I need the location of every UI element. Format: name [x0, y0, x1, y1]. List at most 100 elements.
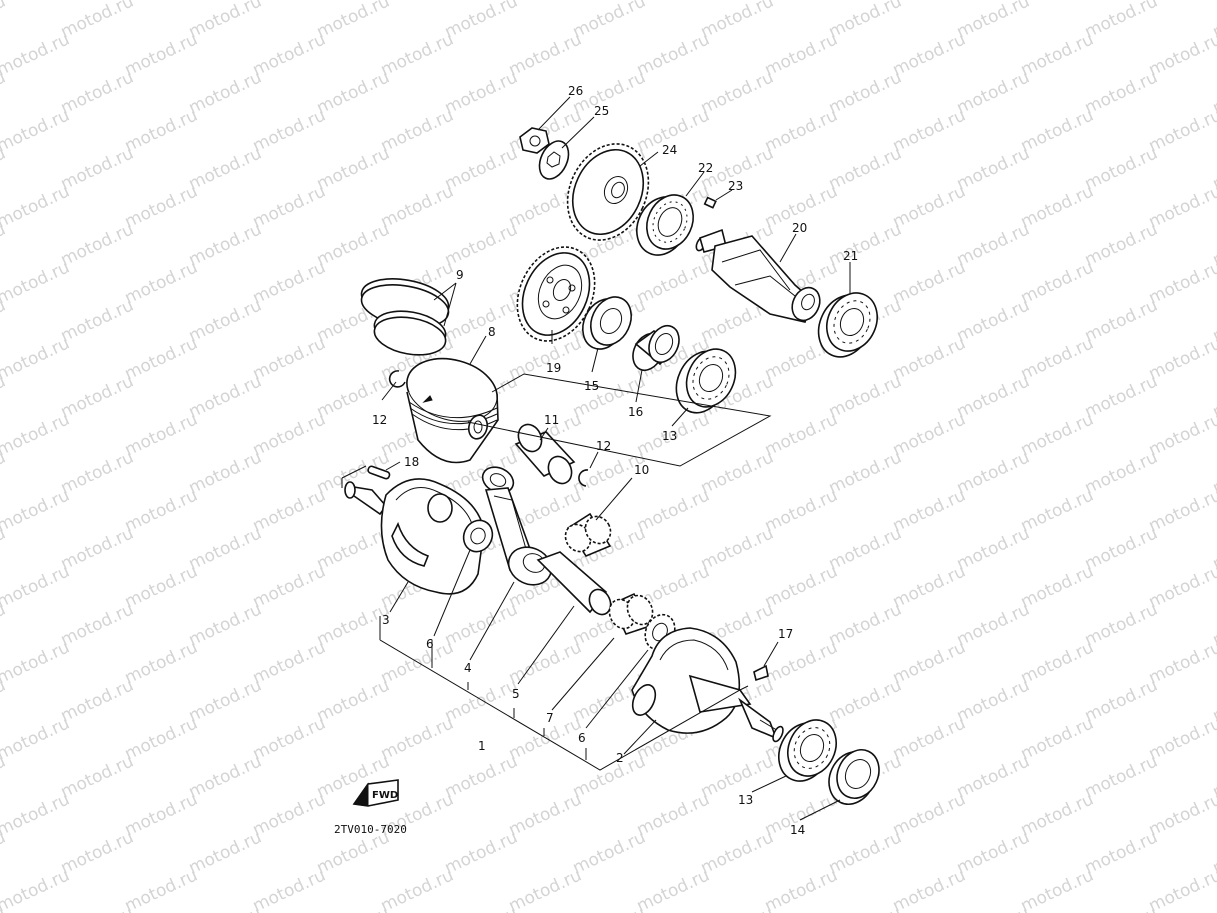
watermark-text: motod.ru [890, 789, 969, 840]
part-label: 10 [634, 463, 649, 477]
watermark-text: motod.ru [1146, 29, 1217, 80]
watermark-text: motod.ru [122, 561, 201, 612]
watermark-text: motod.ru [826, 219, 905, 270]
needle-bearing-10-part [564, 512, 612, 557]
watermark-text: motod.ru [186, 371, 265, 422]
watermark-text: motod.ru [1082, 447, 1161, 498]
watermark-text: motod.ru [1082, 523, 1161, 574]
watermark-text: motod.ru [58, 903, 137, 913]
watermark-text: motod.ru [442, 599, 521, 650]
watermark-text: motod.ru [1018, 485, 1097, 536]
watermark-text: motod.ru [826, 143, 905, 194]
part-label: 1 [478, 739, 486, 753]
part-label: 25 [594, 104, 609, 118]
watermark-text: motod.ru [1146, 181, 1217, 232]
watermark-text: motod.ru [506, 29, 585, 80]
watermark-text: motod.ru [762, 865, 841, 913]
watermark-text: motod.ru [122, 789, 201, 840]
watermark-text: motod.ru [1018, 29, 1097, 80]
part-label: 18 [404, 455, 419, 469]
watermark-text: motod.ru [122, 865, 201, 913]
crank-wheel-left-part [344, 478, 485, 595]
watermark-text: motod.ru [698, 827, 777, 878]
part-label: 14 [790, 823, 805, 837]
watermark-text: motod.ru [762, 485, 841, 536]
watermark-text: motod.ru [378, 181, 457, 232]
watermark-text: motod.ru [762, 637, 841, 688]
watermark-text: motod.ru [314, 219, 393, 270]
watermark-text: motod.ru [698, 523, 777, 574]
watermark-text: motod.ru [442, 295, 521, 346]
watermark-text: motod.ru [442, 903, 521, 913]
part-label: 21 [843, 249, 858, 263]
part-label: 11 [544, 413, 559, 427]
watermark-text: motod.ru [1146, 789, 1217, 840]
watermark-text: motod.ru [250, 637, 329, 688]
watermark-text: motod.ru [314, 675, 393, 726]
watermark-text: motod.ru [122, 333, 201, 384]
watermark-text: motod.ru [826, 523, 905, 574]
clip-12-upper-part [388, 370, 406, 388]
watermark-text: motod.ru [954, 751, 1033, 802]
watermark-text: motod.ru [634, 29, 713, 80]
key-17-part [753, 664, 769, 682]
watermark-text: motod.ru [58, 143, 137, 194]
part-label: 19 [546, 361, 561, 375]
catalog-code: 2TV010-7020 [334, 823, 407, 836]
watermark-text: motod.ru [0, 257, 73, 308]
piston-part [406, 357, 499, 464]
watermark-text: motod.ru [1082, 675, 1161, 726]
watermark-text: motod.ru [186, 219, 265, 270]
part-label: 12 [372, 413, 387, 427]
watermark-text: motod.ru [1018, 713, 1097, 764]
part-label: 20 [792, 221, 807, 235]
watermark-text: motod.ru [570, 0, 649, 43]
watermark-text: motod.ru [314, 67, 393, 118]
watermark-text: motod.ru [186, 675, 265, 726]
watermark-text: motod.ru [1146, 561, 1217, 612]
part-label: 7 [546, 711, 554, 725]
connecting-rod-part [481, 466, 553, 586]
watermark-text: motod.ru [762, 29, 841, 80]
watermark-text: motod.ru [1082, 371, 1161, 422]
watermark-text: motod.ru [954, 295, 1033, 346]
watermark-text: motod.ru [634, 485, 713, 536]
watermark-text: motod.ru [0, 0, 73, 5]
watermark-text: motod.ru [1018, 257, 1097, 308]
gear-24-part [566, 143, 650, 241]
watermark-text: motod.ru [250, 713, 329, 764]
watermark-text: motod.ru [58, 447, 137, 498]
watermark-text: motod.ru [1082, 0, 1161, 43]
watermark-text: motod.ru [698, 447, 777, 498]
watermark-text: motod.ru [0, 181, 73, 232]
fwd-badge-text: FWD [372, 790, 398, 801]
watermark-text: motod.ru [762, 561, 841, 612]
key-23-part [703, 196, 717, 209]
watermark-text: motod.ru [954, 219, 1033, 270]
bearing-22-part [636, 194, 694, 256]
watermark-text: motod.ru [890, 333, 969, 384]
watermark-text: motod.ru [890, 105, 969, 156]
watermark-text: motod.ru [122, 637, 201, 688]
part-label: 5 [512, 687, 520, 701]
bearing-13-upper-part [675, 348, 737, 414]
watermark-text: motod.ru [826, 447, 905, 498]
watermark-text: motod.ru [186, 0, 265, 43]
watermark-text: motod.ru [890, 29, 969, 80]
watermark-text: motod.ru [570, 903, 649, 913]
leader-lines [381, 96, 851, 821]
watermark-text: motod.ru [1082, 143, 1161, 194]
watermark-text: motod.ru [762, 105, 841, 156]
part-labels: 1 2 3 4 5 6 6 7 8 9 10 11 12 12 13 13 14… [372, 84, 858, 837]
watermark-text: motod.ru [58, 295, 137, 346]
watermark-text: motod.ru [954, 0, 1033, 43]
watermark-text: motod.ru [0, 485, 73, 536]
watermark-text: motod.ru [122, 257, 201, 308]
watermark-text: motod.ru [58, 523, 137, 574]
watermark-text: motod.ru [58, 371, 137, 422]
watermark-text: motod.ru [1082, 751, 1161, 802]
watermark-text: motod.ru [378, 713, 457, 764]
watermark-text: motod.ru [0, 333, 73, 384]
